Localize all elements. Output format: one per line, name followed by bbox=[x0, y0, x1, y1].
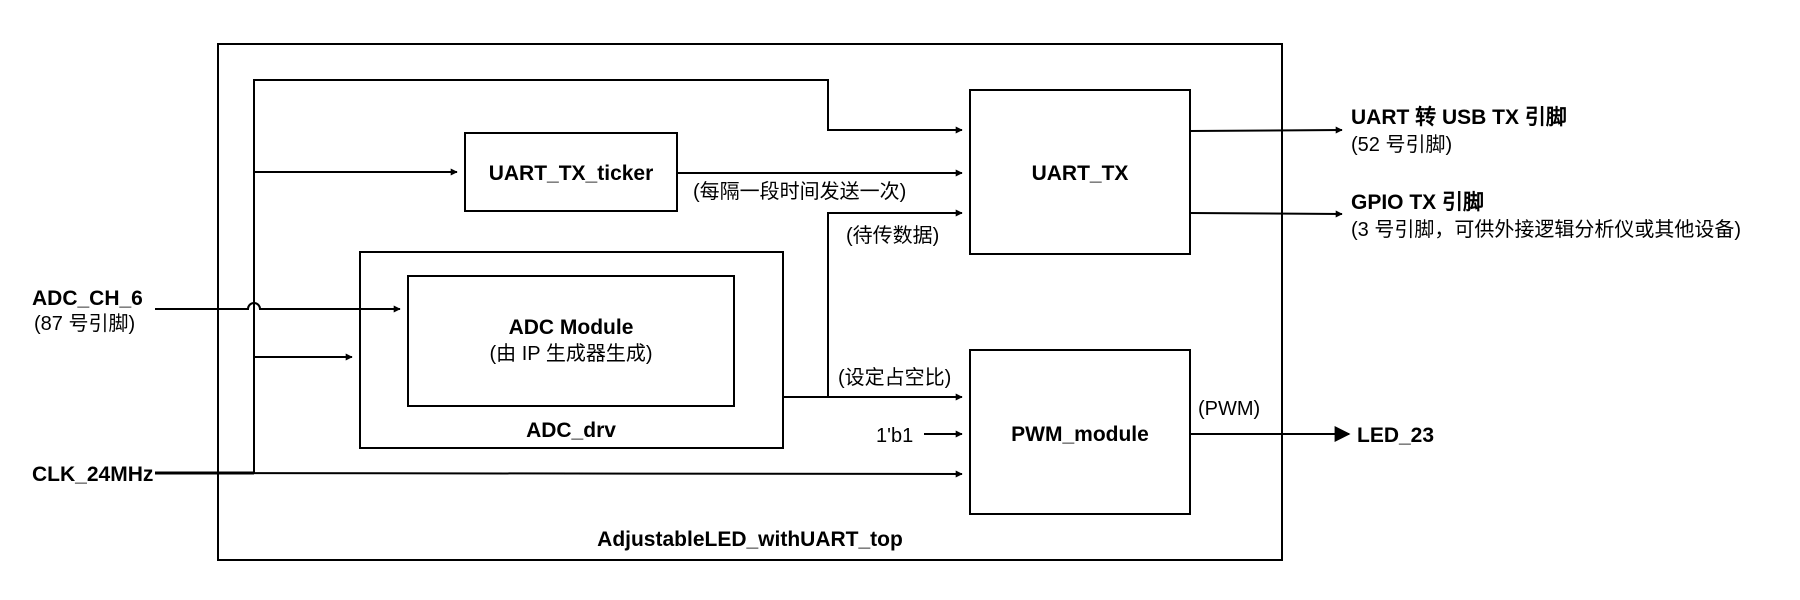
adc-module-title: ADC Module bbox=[509, 316, 634, 339]
output-uart-usb-pin: (52 号引脚) bbox=[1351, 133, 1452, 156]
signal-pwm-label: (PWM) bbox=[1198, 398, 1260, 420]
adc-module-block bbox=[407, 275, 735, 407]
wire-adc-ch-to-adc-module bbox=[155, 302, 401, 313]
input-clk-label: CLK_24MHz bbox=[32, 463, 153, 486]
signal-periodic-label: (每隔一段时间发送一次) bbox=[693, 180, 906, 203]
wire-adc-to-uart-tx bbox=[827, 209, 963, 397]
wire-uart-tx-to-usb bbox=[1189, 126, 1343, 134]
top-module-label: AdjustableLED_withUART_top bbox=[597, 528, 903, 551]
input-adc-ch-pin: (87 号引脚) bbox=[34, 312, 135, 335]
output-gpio-tx-pin: (3 号引脚，可供外接逻辑分析仪或其他设备) bbox=[1351, 218, 1741, 241]
uart-tx-label: UART_TX bbox=[1032, 162, 1129, 185]
signal-const-label: 1'b1 bbox=[876, 425, 913, 447]
adc-module-subtitle: (由 IP 生成器生成) bbox=[490, 342, 653, 365]
pwm-module-block bbox=[969, 349, 1191, 515]
input-adc-ch-label: ADC_CH_6 bbox=[32, 287, 143, 310]
signal-data-label: (待传数据) bbox=[846, 224, 939, 247]
uart-tx-block bbox=[969, 89, 1191, 255]
output-led-label: LED_23 bbox=[1357, 424, 1434, 447]
output-gpio-tx-label: GPIO TX 引脚 bbox=[1351, 191, 1484, 214]
adc-drv-label: ADC_drv bbox=[526, 419, 616, 442]
wire-uart-tx-to-gpio bbox=[1189, 210, 1343, 218]
pwm-module-label: PWM_module bbox=[1011, 423, 1149, 446]
uart-tx-ticker-block bbox=[464, 132, 678, 212]
signal-duty-label: (设定占空比) bbox=[838, 366, 951, 389]
output-uart-usb-label: UART 转 USB TX 引脚 bbox=[1351, 105, 1567, 129]
wire-clk-bus bbox=[253, 79, 963, 473]
wire-clk-to-pwm bbox=[154, 470, 963, 478]
top-module-box bbox=[217, 43, 1283, 561]
uart-tx-ticker-label: UART_TX_ticker bbox=[489, 162, 654, 185]
